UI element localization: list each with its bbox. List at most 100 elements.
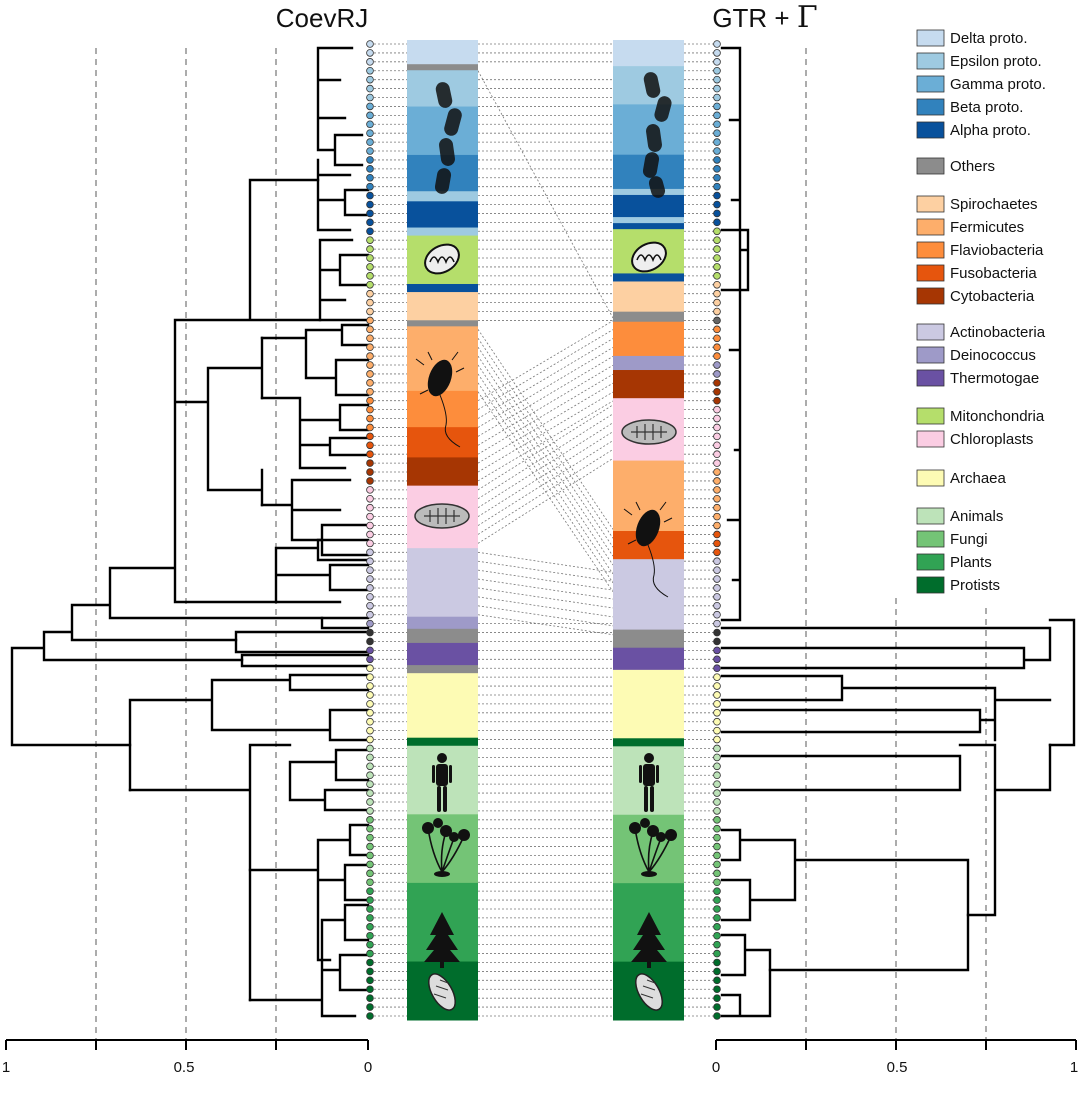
right-leaf-dot (713, 245, 721, 253)
right-leaf-dot (713, 361, 721, 369)
right-leaf-dot (713, 387, 721, 396)
right-clade-plants (720, 933, 772, 1018)
left-clade-flavio (260, 396, 370, 470)
right-leaf-dot (713, 477, 721, 485)
left-leaf-dot (366, 967, 374, 976)
right-bar-actinobacteria (613, 559, 684, 631)
legend-label-mitonchondria: Mitonchondria (950, 408, 1045, 425)
right-leaf-dot (713, 914, 721, 922)
left-leaf-dot (366, 272, 374, 280)
left-bar-archaea (407, 673, 478, 739)
right-leaf-dot (713, 807, 721, 815)
left-leaf-dot (366, 744, 374, 753)
left-leaf-dot (366, 334, 374, 343)
legend: Delta proto.Epsilon proto.Gamma proto.Be… (916, 29, 1046, 594)
right-leaf-dot (713, 994, 721, 1002)
legend-swatch-delta-proto (916, 29, 945, 47)
tanglegram-link (477, 605, 614, 627)
left-leaf-dot (366, 807, 374, 815)
left-tree-backbone (10, 178, 324, 747)
right-leaf-dot (713, 646, 721, 655)
left-leaf-dot (366, 530, 374, 539)
left-leaf-dot (366, 512, 374, 521)
bacteria-chain-icon (434, 82, 462, 194)
right-leaf-dot (713, 459, 721, 467)
right-leaf-dot (713, 165, 721, 173)
left-axis-tick-label: 0.5 (174, 1059, 195, 1076)
legend-label-spirochaetes: Spirochaetes (950, 196, 1038, 213)
fungus-icon (629, 818, 677, 877)
chloroplast-icon (621, 419, 677, 445)
right-leaf-dot (713, 450, 721, 459)
right-leaf-dot (713, 753, 721, 762)
left-leaf-dot (366, 593, 374, 601)
left-leaf-dot (366, 896, 374, 904)
legend-label-beta-proto: Beta proto. (950, 99, 1023, 116)
left-leaf-dot (366, 914, 374, 922)
left-leaf-dot (366, 111, 374, 120)
right-leaf-dot (713, 664, 721, 673)
right-leaf-dot (713, 700, 721, 708)
right-leaf-dot (713, 762, 721, 771)
tanglegram-link (477, 382, 614, 584)
right-leaf-dot (713, 280, 721, 289)
right-leaf-dot (713, 396, 721, 405)
left-bar-spirochaetes (407, 292, 478, 321)
tanglegram-link (477, 560, 614, 582)
legend-swatch-chloroplasts (916, 430, 945, 448)
left-axis-tick-label: 0 (364, 1059, 372, 1076)
right-bar-spirochaetes (613, 281, 684, 313)
protist-icon (635, 973, 663, 1011)
left-bar-epsilon-proto (407, 191, 478, 202)
right-leaf-dot (713, 138, 721, 146)
right-bar-epsilon-proto (613, 188, 684, 196)
left-leaf-dot (366, 637, 374, 646)
right-leaf-dot (713, 236, 721, 244)
right-leaf-dot (713, 691, 721, 699)
right-leaf-dot (713, 833, 721, 842)
left-bar-alpha-proto (407, 201, 478, 229)
left-leaf-dot (366, 423, 374, 432)
legend-label-archaea: Archaea (950, 470, 1007, 487)
right-leaf-dot (713, 780, 721, 788)
left-leaf-dot (366, 1003, 374, 1011)
right-leaf-dot (713, 173, 721, 182)
left-leaf-dot (366, 102, 374, 111)
right-leaf-dot (713, 494, 721, 503)
right-bar-thermotogae (613, 647, 684, 671)
left-icons (414, 82, 470, 1011)
left-leaf-dot (366, 40, 374, 48)
right-leaf-dot (713, 923, 721, 931)
left-leaf-dot (366, 218, 374, 227)
left-leaf-dot (366, 370, 374, 378)
left-leaf-dot (366, 173, 374, 182)
tanglegram-link (477, 578, 614, 600)
legend-label-plants: Plants (950, 554, 992, 571)
tanglegram-link (477, 431, 614, 517)
left-leaf-dot (366, 851, 374, 860)
tanglegram-link (477, 422, 614, 509)
legend-label-delta-proto: Delta proto. (950, 30, 1028, 47)
phylogenetic-trees (10, 46, 1076, 1018)
left-leaf-dot (366, 789, 374, 797)
right-leaf-dot (713, 601, 721, 610)
right-leaf-dot (713, 709, 721, 717)
left-leaf-dot (366, 191, 374, 200)
right-title-prefix: GTR + (712, 3, 797, 33)
left-leaf-dot (366, 316, 374, 325)
left-bar-cytobacteria (407, 457, 478, 487)
left-leaf-dot (366, 450, 374, 459)
left-leaf-dot (366, 521, 374, 530)
left-leaf-dot (366, 307, 374, 316)
human-icon (639, 753, 659, 812)
legend-swatch-animals (916, 507, 945, 525)
right-leaf-dot (713, 289, 721, 298)
legend-label-gamma-proto: Gamma proto. (950, 76, 1046, 93)
right-leaf-dot (713, 227, 721, 236)
right-bar-alpha-proto (613, 223, 684, 230)
left-leaf-dot (366, 1012, 374, 1020)
left-leaf-dot (366, 726, 374, 735)
right-leaf-dot (713, 566, 721, 574)
right-bar-alpha-proto (613, 194, 684, 218)
tanglegram-link (477, 596, 614, 618)
